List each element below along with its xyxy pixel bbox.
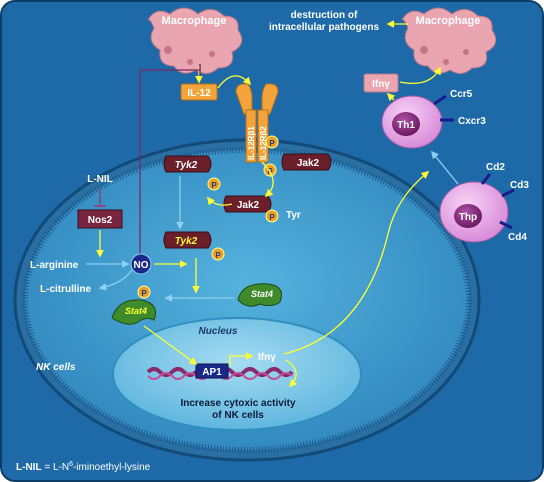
destruction-label-2: intracellular pathogens [269,22,379,33]
phospho-jak2-mid [265,209,279,223]
cd3-label: Cd3 [510,180,529,191]
no-molecule [130,253,152,275]
macrophage-left [147,7,243,74]
svg-text:P: P [269,213,275,222]
ifng-top-label: Ifnγ [372,79,390,90]
arrow-stat4-to-ap1 [143,325,198,365]
ap1-label: AP1 [202,367,222,378]
jak2-right [281,153,332,171]
tyr-label: Tyr [286,210,301,221]
lcitrulline-label: L-citrulline [40,284,92,295]
cxcr3-label: Cxcr3 [458,116,486,127]
arrow-th1-to-ifng [386,92,396,102]
cd3-receptor [501,188,515,198]
stat4-right [237,283,282,307]
no-inhibition-line [139,69,200,255]
ifng-top-box [363,73,399,93]
ap1-box [195,363,229,379]
tyk2-phos-label: Tyk2 [175,236,198,247]
th1-label: Th1 [397,120,415,131]
stat4-right-label: Stat4 [251,289,273,299]
tyk2-top [163,155,212,173]
ccr5-receptor [433,94,447,106]
destruction-label-1: destruction of [291,10,358,21]
tyk2-top-label: Tyk2 [175,160,198,171]
nucleus-label: Nucleus [199,326,238,337]
jak2-mid-label: Jak2 [237,200,260,211]
nos2-label: Nos2 [88,215,113,226]
increase-label-2: of NK cells [212,410,264,421]
nk-cells-label: NK cells [36,362,76,373]
phospho-tyk2-phos [211,247,225,261]
il12rb2-label: IL-12Rβ2 [259,126,268,160]
footnote-sup: 6 [69,461,73,468]
svg-text:P: P [215,251,221,260]
ifng-nucleus-label: Ifnγ [258,352,276,363]
increase-label-1: Increase cytoxic activity [180,398,296,409]
svg-text:P: P [269,139,275,148]
cd4-label: Cd4 [508,232,527,243]
arrow-no-to-citrulline [98,269,133,291]
thp-label: Thp [459,212,477,223]
arrow-ifng-to-cytotoxic [285,359,298,388]
arrow-il12-to-receptor [217,75,252,89]
macrophage-right [401,7,497,74]
footnote-mid: = L-N [42,462,70,473]
svg-text:P: P [141,289,147,298]
arrow-receptor-to-jak2 [261,161,274,198]
cd2-receptor [480,173,492,185]
il12-box [180,83,218,101]
thp-nucleus [454,204,482,228]
footnote: L-NIL = L-N6-iminoethyl-lysine [16,461,151,473]
phospho-tyk2-top [207,177,221,191]
tyk2-phos [163,231,212,249]
cd4-receptor [499,220,513,230]
arrow-ifng-to-thp [283,171,430,355]
larginine-label: L-arginine [30,260,79,271]
jak2-right-label: Jak2 [297,158,320,169]
stat4-left [111,299,156,325]
phospho-receptor [265,135,279,149]
il12-receptor: IL-12Rβ1 IL-12Rβ2 [235,83,279,163]
arrow-thp-to-th1 [431,150,459,185]
svg-text:P: P [211,181,217,190]
no-label: NO [134,260,149,271]
macrophage-left-label: Macrophage [162,15,227,27]
macrophage-right-label: Macrophage [416,15,481,27]
cd2-label: Cd2 [486,162,505,173]
th1-nucleus [392,112,420,136]
stat4-left-label: Stat4 [125,306,147,316]
arrow-dna-to-ifng [229,352,254,366]
footnote-bold: L-NIL [16,462,42,473]
nos2-box [77,209,123,229]
arrow-ifng-to-macrophage [399,66,441,85]
footnote-rest: -iminoethyl-lysine [73,462,151,473]
arrow-jak2-to-tyk2 [207,196,233,206]
il12rb1-label: IL-12Rβ1 [247,126,256,160]
lnil-label: L-NIL [87,174,113,185]
il12-label: IL-12 [187,88,211,99]
phospho-stat4 [137,285,151,299]
ccr5-label: Ccr5 [450,89,473,100]
